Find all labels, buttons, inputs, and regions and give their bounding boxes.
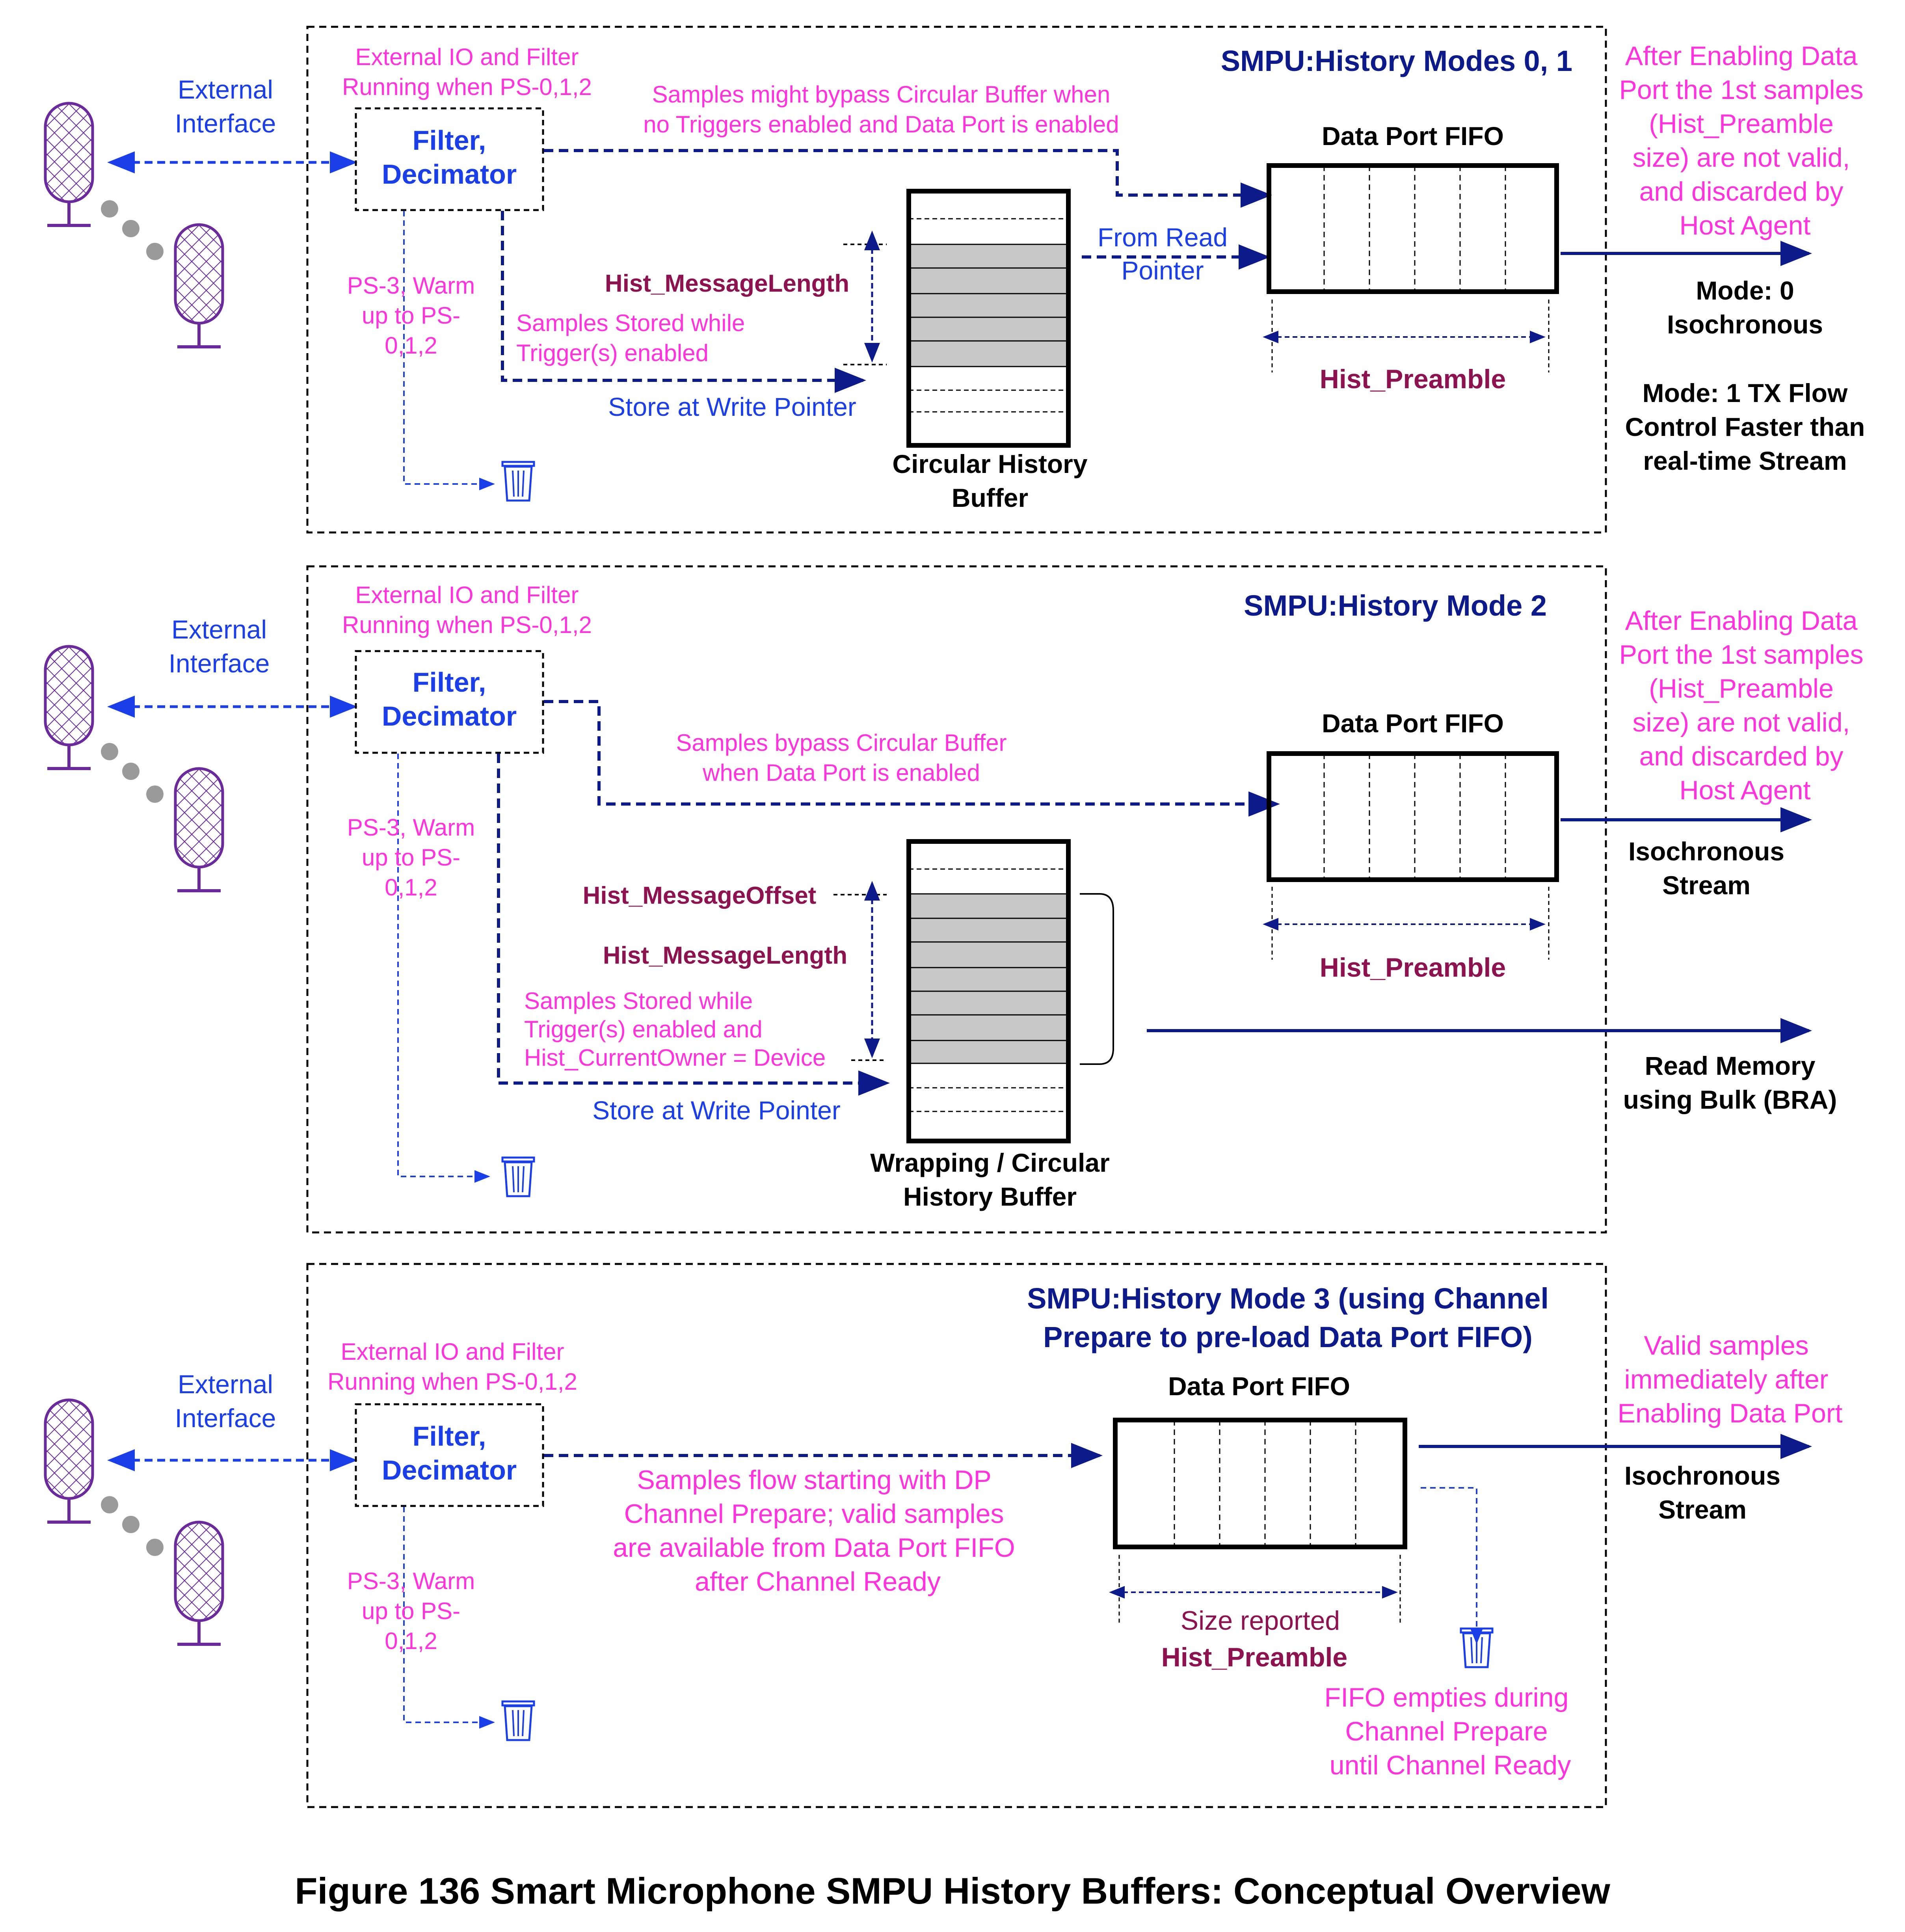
filter-decimator-box xyxy=(355,650,544,754)
fifo-empties-note: FIFO empties during Channel Prepare unti… xyxy=(1325,1683,1576,1780)
valid-samples-note: Valid samples immediately after Enabling… xyxy=(1618,1331,1843,1428)
filter-decimator-box xyxy=(355,107,544,211)
ps3-discard-path xyxy=(403,211,495,490)
filter-decimator-label: Filter,Decimator xyxy=(382,1421,517,1485)
store-write-pointer-label: Store at Write Pointer xyxy=(592,1096,841,1125)
store-path xyxy=(501,211,866,393)
panel-3-border xyxy=(306,1263,1607,1808)
panel-2-title: SMPU:History Mode 2 xyxy=(1244,589,1547,622)
trash-can-icon xyxy=(502,1158,534,1196)
data-port-fifo xyxy=(1267,163,1559,294)
store-path xyxy=(497,754,890,1096)
after-enable-note: After Enabling Data Port the 1st samples… xyxy=(1619,606,1871,805)
sample-flow-note: Samples flow starting with DP Channel Pr… xyxy=(613,1465,1022,1597)
data-port-fifo xyxy=(1267,751,1559,882)
hist-preamble-label: Hist_Preamble xyxy=(1320,364,1506,394)
filter-decimator-label: Filter,Decimator xyxy=(382,125,517,190)
mic-dots xyxy=(101,200,164,260)
size-reported-label: Size reported xyxy=(1181,1606,1340,1636)
mic-dots xyxy=(101,1496,164,1556)
data-port-fifo-label: Data Port FIFO xyxy=(1322,121,1504,151)
filter-decimator-label: Filter,Decimator xyxy=(382,667,517,731)
data-port-fifo-label: Data Port FIFO xyxy=(1168,1372,1350,1401)
hist-preamble-label: Hist_Preamble xyxy=(1161,1642,1347,1672)
wrapping-circular-history-buffer xyxy=(906,839,1071,1143)
hist-preamble-label: Hist_Preamble xyxy=(1320,953,1506,983)
trash-can-icon xyxy=(502,1701,534,1740)
microphone-icon xyxy=(45,103,93,225)
microphone-icon xyxy=(175,769,223,891)
figure-caption: Figure 136 Smart Microphone SMPU History… xyxy=(295,1870,1611,1912)
mic-dots xyxy=(101,743,164,803)
bypass-note: Samples might bypass Circular Buffer whe… xyxy=(643,81,1119,138)
circular-history-buffer xyxy=(906,189,1071,448)
fifo-empties-path xyxy=(1421,1487,1483,1644)
ps3-discard-path xyxy=(403,1507,495,1729)
store-write-pointer-label: Store at Write Pointer xyxy=(608,392,856,421)
microphone-icon xyxy=(45,1400,93,1522)
microphone-icon xyxy=(175,225,223,347)
panel-1-title: SMPU:History Modes 0, 1 xyxy=(1221,45,1572,77)
hist-message-length-label: Hist_MessageLength xyxy=(603,942,847,969)
bypass-path xyxy=(544,700,1280,817)
panel-1-border xyxy=(306,26,1607,534)
panel-2-border xyxy=(306,565,1607,1234)
trash-can-icon xyxy=(502,462,534,501)
hist-message-offset-label: Hist_MessageOffset xyxy=(583,882,817,909)
microphone-icon xyxy=(175,1522,223,1644)
microphone-icon xyxy=(45,646,93,769)
filter-decimator-box xyxy=(355,1403,544,1507)
buffer-region-bracket xyxy=(1080,893,1114,1065)
data-port-fifo-label: Data Port FIFO xyxy=(1322,709,1504,738)
after-enable-note: After Enabling Data Port the 1st samples… xyxy=(1619,41,1871,240)
hist-message-length-label: Hist_MessageLength xyxy=(605,270,849,297)
ps3-discard-path xyxy=(397,754,490,1183)
data-port-fifo xyxy=(1113,1418,1407,1549)
bypass-path xyxy=(544,149,1272,208)
